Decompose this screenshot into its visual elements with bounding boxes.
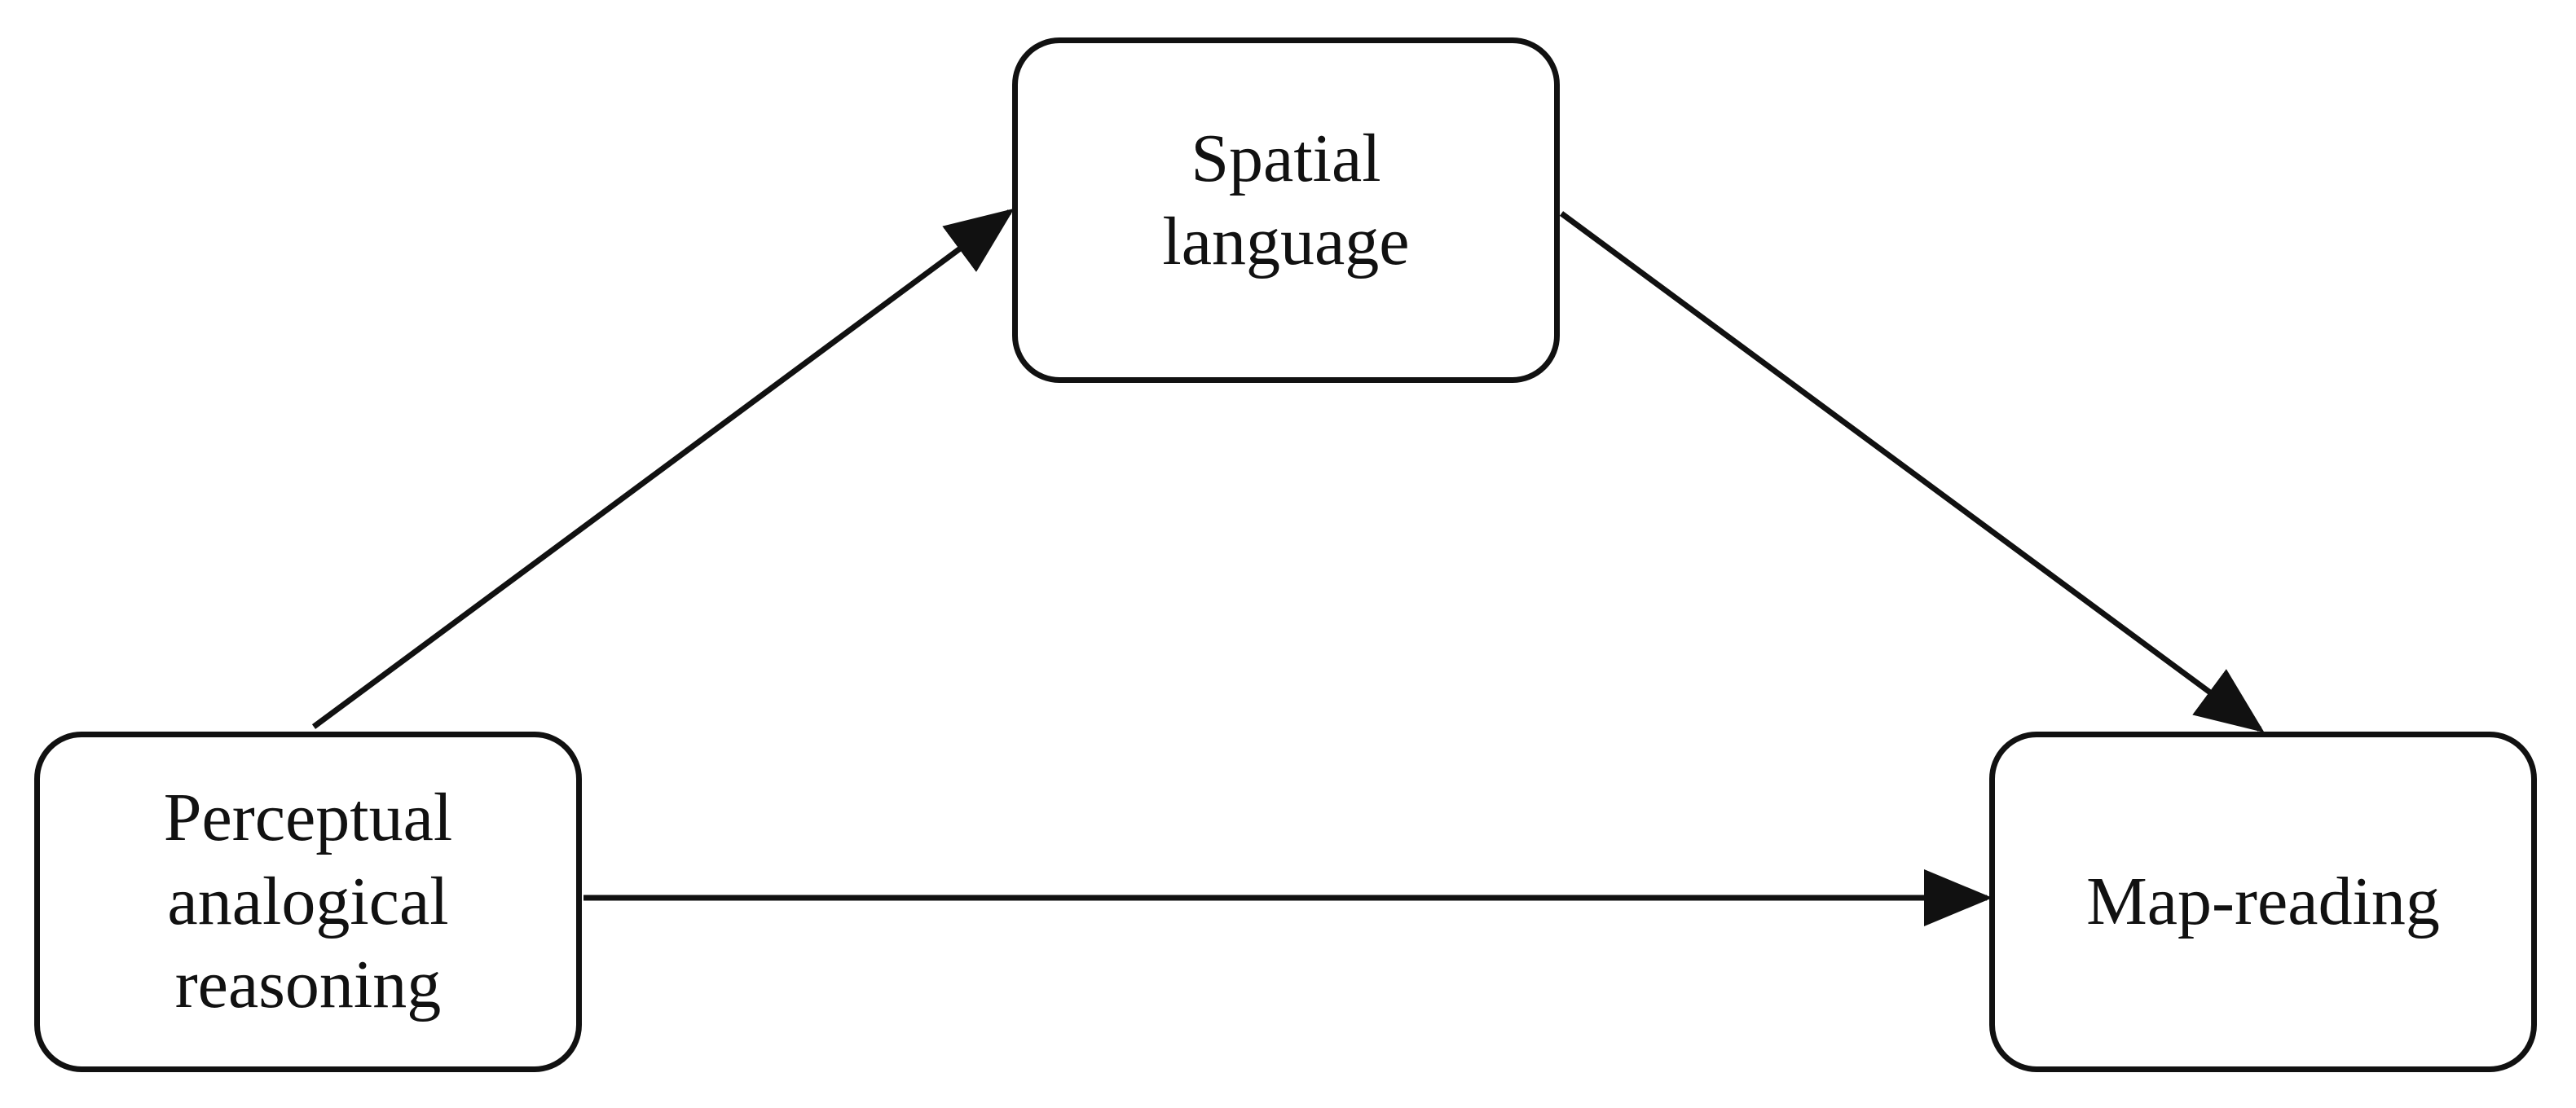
node-map-reading: Map-reading bbox=[1989, 732, 2537, 1072]
node-perceptual-analogical-reasoning: Perceptual analogical reasoning bbox=[34, 732, 582, 1072]
arrow-spatial-to-map bbox=[1559, 211, 2265, 733]
node-perceptual-analogical-reasoning-label: Perceptual analogical reasoning bbox=[163, 780, 453, 1023]
node-spatial-language: Spatial language bbox=[1012, 37, 1560, 383]
node-map-reading-label: Map-reading bbox=[2086, 863, 2440, 939]
arrow-perceptual-to-spatial bbox=[311, 208, 1015, 729]
node-spatial-language-label: Spatial language bbox=[1162, 120, 1410, 279]
